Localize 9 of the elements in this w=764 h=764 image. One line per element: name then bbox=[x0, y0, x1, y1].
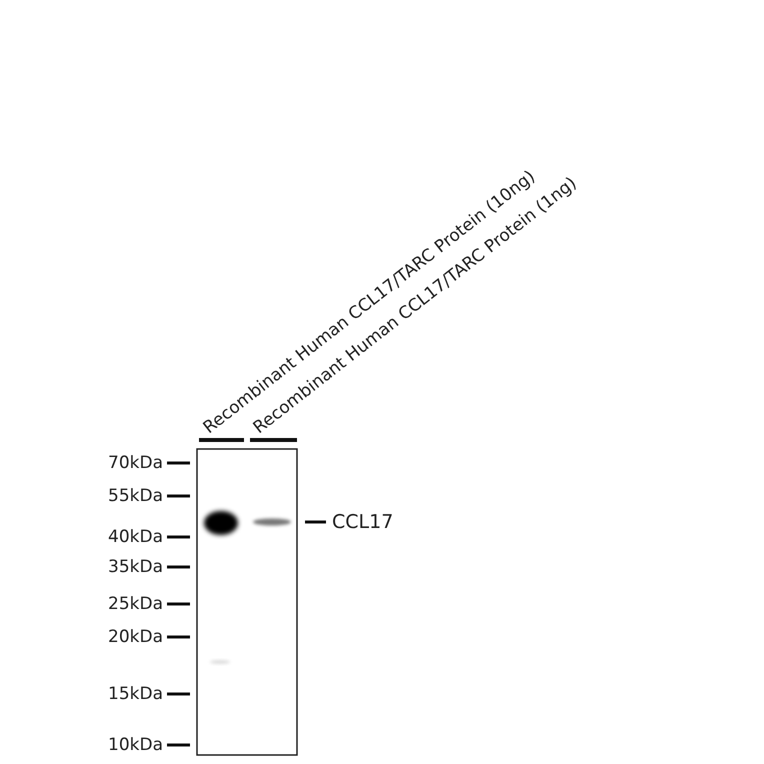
marker-label: 35kDa bbox=[108, 557, 163, 577]
marker-label: 15kDa bbox=[108, 684, 163, 704]
marker-label: 25kDa bbox=[108, 594, 163, 614]
marker-label: 40kDa bbox=[108, 527, 163, 547]
band-label: CCL17 bbox=[332, 512, 394, 532]
marker-label: 20kDa bbox=[108, 627, 163, 647]
marker-label: 70kDa bbox=[108, 453, 163, 473]
marker-label: 10kDa bbox=[108, 735, 163, 755]
marker-label: 55kDa bbox=[108, 486, 163, 506]
